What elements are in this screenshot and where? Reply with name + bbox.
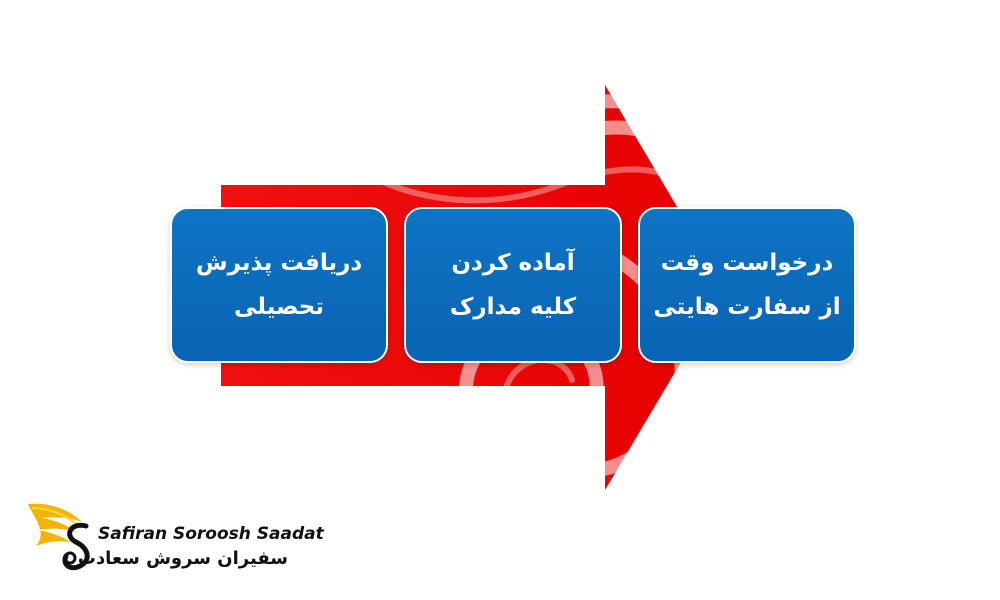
winged-s-logo-icon: [28, 503, 90, 571]
step-box-receive-admission: دریافت پذیرش تحصیلی: [170, 207, 388, 363]
company-logo: Safiran Soroosh Saadat سفیران سروش سعادت: [26, 496, 324, 576]
step-box-prepare-documents: آماده کردن کلیه مدارک: [404, 207, 622, 363]
step-2-line-2: کلیه مدارک: [449, 294, 577, 320]
step-3-line-2: تحصیلی: [234, 294, 324, 320]
step-1-line-2: از سفارت هایتی: [653, 294, 841, 320]
step-1-line-1: درخواست وقت: [660, 250, 834, 276]
step-3-line-1: دریافت پذیرش: [195, 250, 363, 276]
logo-name-fa: سفیران سروش سعادت: [77, 548, 288, 569]
step-2-line-1: آماده کردن: [451, 250, 575, 276]
logo-name-en: Safiran Soroosh Saadat: [98, 524, 324, 544]
step-box-request-appointment: درخواست وقت از سفارت هایتی: [638, 207, 856, 363]
